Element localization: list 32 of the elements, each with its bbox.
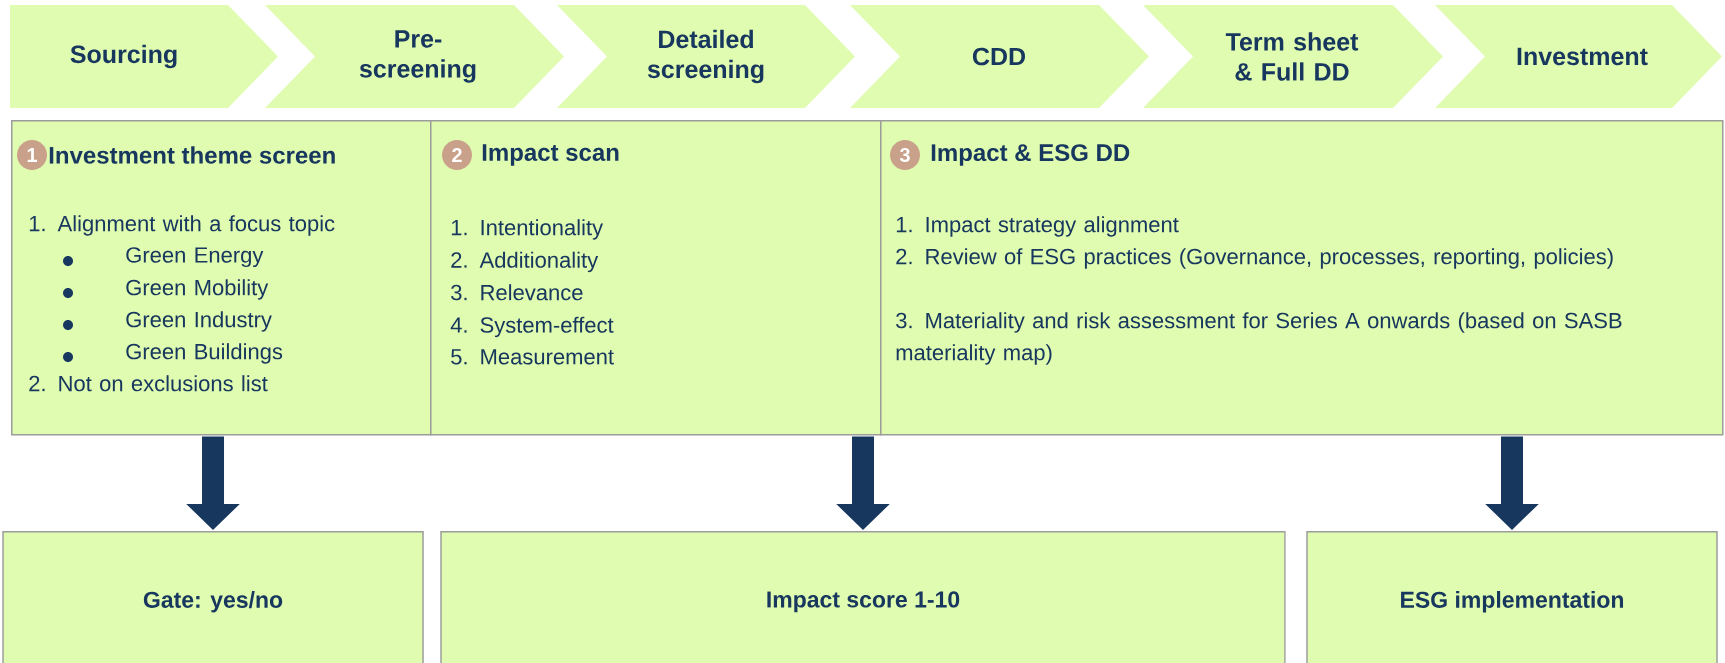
number-badge: 3 bbox=[890, 140, 920, 170]
panel-heading: Impact & ESG DD bbox=[931, 144, 1130, 166]
outcome-box: Gate: yes/no bbox=[2, 531, 424, 663]
stage-banner: CDD bbox=[850, 5, 1149, 108]
outcome-box: ESG implementation bbox=[1306, 531, 1718, 663]
list-item: 1. Alignment with a focus topic bbox=[29, 215, 335, 236]
number-badge: 1 bbox=[17, 140, 47, 170]
list-item: 3. Relevance bbox=[451, 284, 583, 301]
outcome-box: Impact score 1-10 bbox=[440, 531, 1286, 663]
list-item: 5. Measurement bbox=[451, 349, 614, 365]
stage-banner: Term sheet & Full DD bbox=[1143, 5, 1443, 108]
list-item: Green Industry bbox=[126, 311, 272, 332]
list-item: 1. Intentionality bbox=[451, 219, 604, 240]
number-badge: 2 bbox=[442, 140, 472, 170]
stage-banner: Investment bbox=[1435, 5, 1722, 108]
list-item: 2. Review of ESG practices (Governance, processes, reporting, policies) bbox=[896, 248, 1613, 269]
stage-banner: Sourcing bbox=[10, 5, 278, 108]
list-item: 1. Impact strategy alignment bbox=[896, 216, 1179, 237]
stage-banner: Detailed screening bbox=[557, 5, 855, 108]
list-item: 2. Additionality bbox=[451, 251, 599, 273]
stage-panel bbox=[880, 120, 1724, 436]
list-item: 4. System-effect bbox=[450, 316, 614, 338]
list-item: 2. Not on exclusions list bbox=[29, 375, 268, 392]
panel-heading: Impact scan bbox=[482, 144, 619, 166]
stage-panel bbox=[11, 120, 432, 436]
panel-heading: Investment theme screen bbox=[49, 146, 335, 164]
stage-panel bbox=[430, 120, 882, 436]
list-item: 3. Materiality and risk assessment for Series A onwards (based on SASB materiality map) bbox=[896, 312, 1622, 365]
list-item: Green Buildings bbox=[126, 343, 283, 364]
list-item: Green Energy bbox=[126, 247, 264, 268]
list-item: Green Mobility bbox=[126, 279, 269, 300]
stage-banner: Pre-screening bbox=[265, 5, 564, 108]
